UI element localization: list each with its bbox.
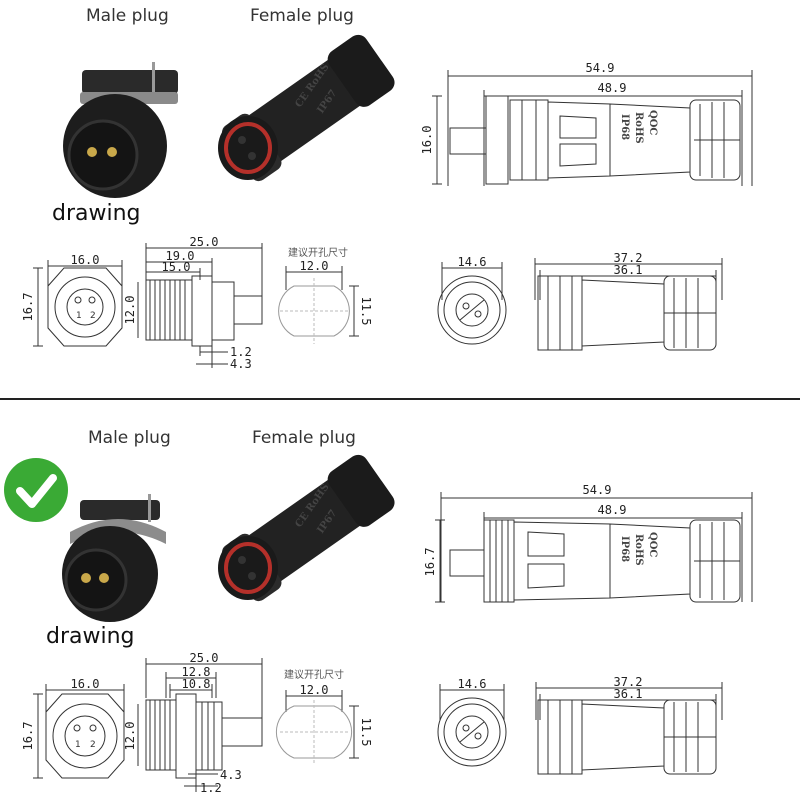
dim-section-overall: 25.0 bbox=[190, 651, 219, 665]
brand-marking: QOC bbox=[647, 110, 658, 135]
male-plug-label: Male plug bbox=[86, 6, 169, 26]
female-side-drawing bbox=[534, 258, 723, 351]
dim-female-width: 14.6 bbox=[458, 255, 487, 269]
side-view-drawing bbox=[435, 492, 753, 603]
dim-height: 16.7 bbox=[423, 548, 437, 577]
section-view-drawing bbox=[137, 658, 263, 792]
pin-1-label: 1 bbox=[75, 740, 81, 750]
male-plug-label: Male plug bbox=[88, 428, 171, 448]
brand-marking: QOC bbox=[647, 532, 658, 557]
dim-front-width: 16.0 bbox=[71, 677, 100, 691]
dim-overall-length: 54.9 bbox=[586, 61, 615, 75]
dim-female-body: 36.1 bbox=[614, 263, 643, 277]
dim-female-body: 36.1 bbox=[614, 687, 643, 701]
panel-cutout-title: 建议开孔尺寸 bbox=[288, 246, 348, 259]
dim-cutout-height: 11.5 bbox=[359, 297, 373, 326]
dim-female-width: 14.6 bbox=[458, 677, 487, 691]
rohs-marking: RoHS bbox=[633, 112, 644, 144]
dim-front-height: 16.7 bbox=[21, 722, 35, 751]
female-front-drawing bbox=[437, 684, 507, 767]
dim-front-height: 16.7 bbox=[21, 293, 35, 322]
female-plug-label: Female plug bbox=[252, 428, 356, 448]
dim-cutout-width: 12.0 bbox=[300, 259, 329, 273]
dim-cutout-height: 11.5 bbox=[359, 718, 373, 747]
rohs-marking: RoHS bbox=[633, 534, 644, 566]
panel-top: Male plug Female plug drawing CE RoHS bbox=[0, 0, 800, 398]
dim-female-overall: 37.2 bbox=[614, 251, 643, 265]
female-side-drawing bbox=[535, 682, 723, 775]
drawing-label: drawing bbox=[46, 624, 135, 649]
dim-section-height: 12.0 bbox=[123, 722, 137, 751]
dim-front-width: 16.0 bbox=[71, 253, 100, 267]
drawing-label: drawing bbox=[52, 201, 141, 226]
pin-1-label: 1 bbox=[76, 311, 82, 321]
dim-section-d2: 19.0 bbox=[166, 249, 195, 263]
dim-nut: 4.3 bbox=[230, 357, 252, 371]
dim-body-length: 48.9 bbox=[598, 81, 627, 95]
side-view-drawing bbox=[432, 70, 753, 186]
pin-2-label: 2 bbox=[90, 740, 96, 750]
male-plug-image bbox=[62, 494, 166, 622]
panel-divider bbox=[0, 398, 800, 400]
dim-section-overall: 25.0 bbox=[190, 235, 219, 249]
section-view-drawing bbox=[137, 243, 263, 368]
dim-flange: 1.2 bbox=[230, 345, 252, 359]
pin-2-label: 2 bbox=[90, 311, 96, 321]
ip68-marking: IP68 bbox=[619, 536, 630, 562]
dim-section-d3: 15.0 bbox=[162, 260, 191, 274]
dim-overall-length: 54.9 bbox=[583, 483, 612, 497]
female-front-drawing bbox=[437, 262, 507, 345]
panel-cutout-drawing bbox=[275, 690, 359, 764]
front-view-drawing bbox=[33, 684, 125, 779]
panel-cutout-drawing bbox=[278, 266, 359, 344]
female-plug-label: Female plug bbox=[250, 6, 354, 26]
dim-section-d3: 10.8 bbox=[182, 677, 211, 691]
female-plug-image: CE RoHS IP67 bbox=[218, 34, 395, 182]
panel-cutout-title: 建议开孔尺寸 bbox=[284, 668, 344, 681]
ip68-marking: IP68 bbox=[619, 114, 630, 140]
check-icon bbox=[4, 458, 68, 522]
dim-flange: 1.2 bbox=[200, 781, 222, 795]
panel-bottom: Male plug Female plug drawing CE RoHS bbox=[0, 402, 800, 800]
dim-section-d2: 12.8 bbox=[182, 665, 211, 679]
dim-height: 16.0 bbox=[420, 126, 434, 155]
dim-section-height: 12.0 bbox=[123, 296, 137, 325]
front-view-drawing bbox=[33, 260, 123, 347]
dim-cutout-width: 12.0 bbox=[300, 683, 329, 697]
male-plug-image bbox=[63, 62, 178, 198]
dim-nut: 4.3 bbox=[220, 768, 242, 782]
dim-female-overall: 37.2 bbox=[614, 675, 643, 689]
dim-body-length: 48.9 bbox=[598, 503, 627, 517]
female-plug-image: CE RoHS IP67 bbox=[218, 454, 395, 602]
